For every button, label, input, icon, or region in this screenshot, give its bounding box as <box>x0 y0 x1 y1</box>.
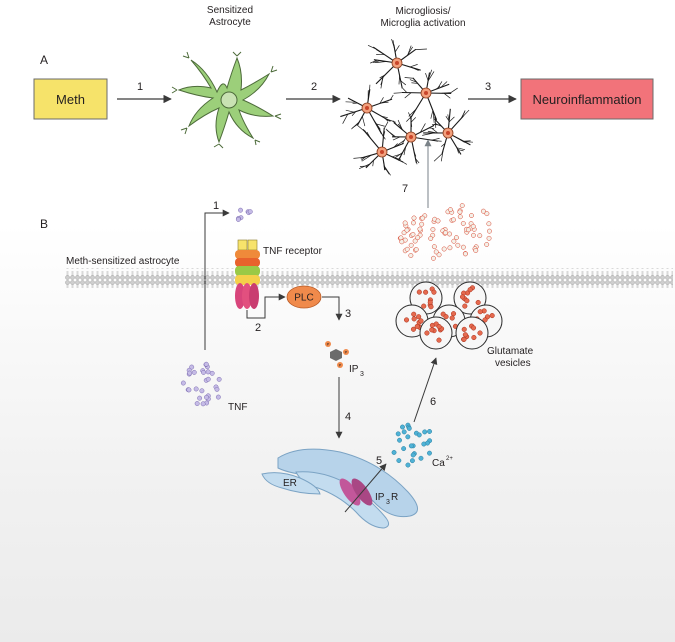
meth-box <box>33 78 108 120</box>
phosphate-label-3: P <box>339 363 342 368</box>
tnf-receptor-icon <box>235 239 260 309</box>
bottom-step-2-label: 2 <box>255 322 261 334</box>
bottom-step-1-label: 1 <box>213 200 219 212</box>
tnf-cluster <box>180 361 222 407</box>
step-3-label: 3 <box>485 81 491 93</box>
glutamate-vesicles <box>395 281 503 350</box>
panel-b-label: B <box>40 217 48 231</box>
glutamate-label-line2: vesicles <box>495 358 531 369</box>
ip3r-suffix: R <box>391 492 398 503</box>
membrane-label: Meth-sensitized astrocyte <box>66 256 180 267</box>
bottom-step-7-label: 7 <box>402 183 408 195</box>
arrow-ca-release <box>344 463 387 513</box>
released-glutamate-cluster <box>397 203 492 261</box>
bottom-step-4-label: 4 <box>345 411 351 423</box>
meth-label: Meth <box>56 92 85 107</box>
phosphate-label-1: P <box>327 342 330 347</box>
calcium-ions-cluster <box>391 422 433 468</box>
sensitized-title-line2: Astrocyte <box>209 17 251 28</box>
microglia-cluster-icon <box>340 39 473 176</box>
step-1-label: 1 <box>137 81 143 93</box>
tnf-receptor-label: TNF receptor <box>263 246 323 257</box>
neuroinflammation-box <box>520 78 654 120</box>
bottom-step-3-label: 3 <box>345 308 351 320</box>
plc-label: PLC <box>294 293 313 304</box>
calcium-label: Ca <box>432 458 445 469</box>
arrow-plc-ip3 <box>322 296 343 321</box>
phosphate-label-2: P <box>345 350 348 355</box>
ip3r-label: IP <box>375 492 385 503</box>
microglia-title-line2: Microglia activation <box>380 18 465 29</box>
arrow-receptor-plc <box>246 293 286 319</box>
neuroinflammation-label: Neuroinflammation <box>532 92 641 107</box>
calcium-superscript: 2+ <box>446 456 453 462</box>
microglia-title-line1: Microgliosis/ <box>395 6 450 17</box>
sensitized-astrocyte-icon <box>171 51 282 149</box>
bottom-step-5-label: 5 <box>376 455 382 467</box>
er-label: ER <box>283 478 297 489</box>
glutamate-label-line1: Glutamate <box>487 346 534 357</box>
plc-enzyme <box>286 285 322 309</box>
panel-a-label: A <box>40 53 48 67</box>
step-2-label: 2 <box>311 81 317 93</box>
arrow-tnf-release <box>204 209 230 350</box>
ip3r-subscript: 3 <box>386 499 390 506</box>
sensitized-title-line1: Sensitized <box>207 5 253 16</box>
tnf-released-cluster <box>235 207 253 222</box>
cell-membrane <box>65 268 673 288</box>
bottom-step-6-label: 6 <box>430 396 436 408</box>
tnf-label: TNF <box>228 402 247 413</box>
ip3-label: IP <box>349 364 359 375</box>
ip3-molecule-icon <box>325 341 349 368</box>
ip3-subscript: 3 <box>360 371 364 378</box>
arrow-ca-vesicles <box>413 357 438 423</box>
